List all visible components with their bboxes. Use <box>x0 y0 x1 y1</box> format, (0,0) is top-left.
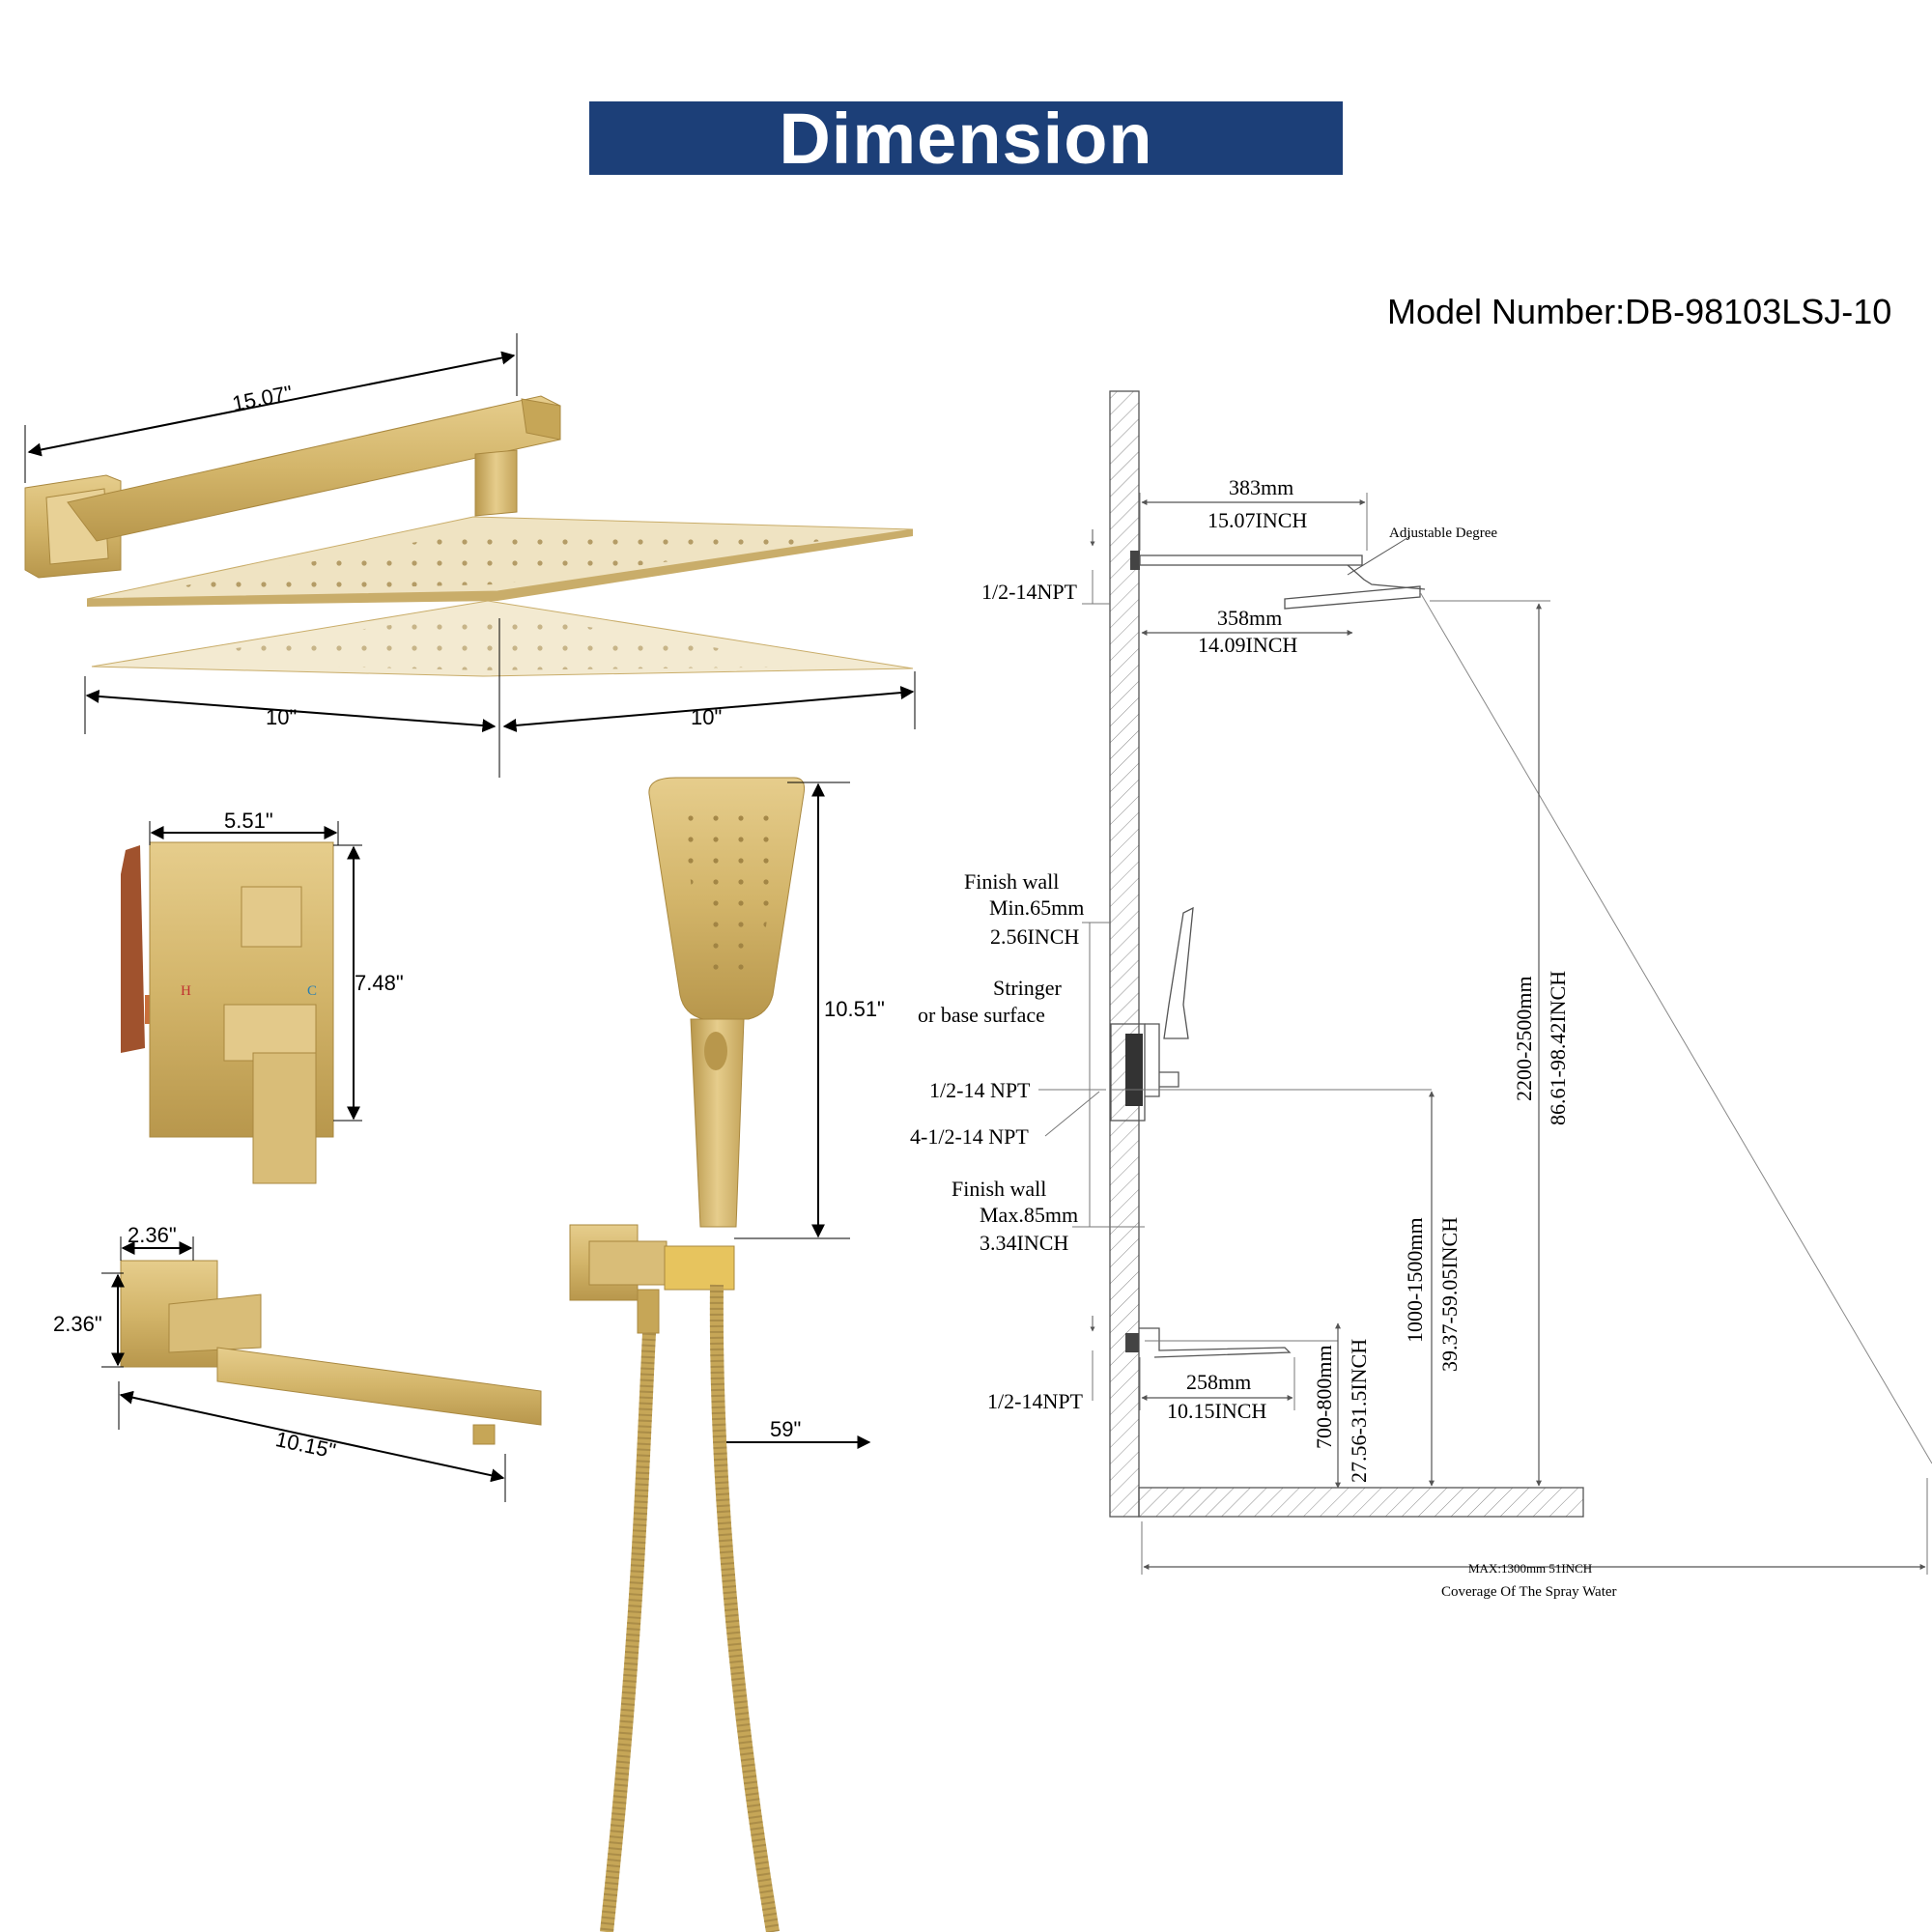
finish-wall-min-2: Min.65mm <box>989 895 1084 920</box>
wall <box>1109 390 1140 1518</box>
top-thread-label: 1/2-14NPT <box>981 580 1078 604</box>
valve-height-mm: 1000-1500mm <box>1403 1217 1427 1343</box>
rain-shower-dimensions: 15.07" 10" 10" <box>24 333 916 778</box>
tub-spout-illustration <box>120 1260 542 1445</box>
head-height-inch: 86.61-98.42INCH <box>1546 971 1570 1125</box>
installation-diagram: Adjustable Degree 383mm 15.07INCH 1/2-14… <box>910 390 1932 1600</box>
head-right-label: 10" <box>691 705 722 729</box>
spout-length-mm: 258mm <box>1186 1370 1251 1394</box>
spout-length-label: 10.15" <box>273 1427 338 1463</box>
spout-thread-label: 1/2-14NPT <box>987 1389 1084 1413</box>
adjustable-degree-label: Adjustable Degree <box>1389 526 1497 541</box>
spout-height-label: 2.36" <box>53 1312 102 1336</box>
page-title: Dimension <box>779 98 1153 179</box>
spout-height-mm: 700-800mm <box>1312 1345 1336 1449</box>
cold-mark: C <box>307 983 317 999</box>
finish-wall-min-1: Finish wall <box>964 869 1059 894</box>
arm-length-label: 15.07" <box>230 381 294 416</box>
finish-wall-max-3: 3.34INCH <box>980 1231 1068 1255</box>
finish-wall-max-1: Finish wall <box>952 1177 1046 1201</box>
finish-wall-max-2: Max.85mm <box>980 1203 1078 1227</box>
spout-length-inch: 10.15INCH <box>1167 1399 1266 1423</box>
hand-shower-dimensions: 10.51" 59" <box>726 781 885 1449</box>
arm-length-inch: 15.07INCH <box>1208 508 1307 532</box>
finish-wall-min-3: 2.56INCH <box>990 924 1079 949</box>
spout-width-label: 2.36" <box>128 1223 177 1247</box>
valve-thread-label: 1/2-14 NPT <box>929 1078 1031 1102</box>
stringer-2: or base surface <box>918 1003 1045 1027</box>
reach-mm: 358mm <box>1217 606 1282 630</box>
hand-shower-illustration <box>569 777 805 1932</box>
title-banner: Dimension <box>589 99 1343 179</box>
valve-width-label: 5.51" <box>224 809 273 833</box>
valve-height-inch: 39.37-59.05INCH <box>1437 1217 1462 1372</box>
reach-inch: 14.09INCH <box>1198 633 1297 657</box>
head-left-label: 10" <box>266 705 297 729</box>
spout-height-inch: 27.56-31.5INCH <box>1347 1339 1371 1483</box>
coverage-max-label: MAX:1300mm 51INCH <box>1468 1561 1592 1576</box>
rain-shower-head-illustration <box>24 395 914 677</box>
hose-length-label: 59" <box>770 1417 801 1441</box>
valve-dimensions: 5.51" 7.48" <box>149 809 404 1122</box>
coverage-label: Coverage Of The Spray Water <box>1441 1584 1617 1600</box>
diverter-valve-illustration: H C <box>121 841 334 1184</box>
arm-length-mm: 383mm <box>1229 475 1293 499</box>
hot-mark: H <box>181 983 191 999</box>
head-height-mm: 2200-2500mm <box>1512 976 1536 1101</box>
hand-head-length-label: 10.51" <box>824 997 885 1021</box>
model-number: Model Number:DB-98103LSJ-10 <box>1387 292 1892 331</box>
stringer-1: Stringer <box>993 976 1063 1000</box>
floor <box>1138 1487 1584 1518</box>
valve-height-label: 7.48" <box>355 971 404 995</box>
valve-thread-4-label: 4-1/2-14 NPT <box>910 1124 1029 1149</box>
